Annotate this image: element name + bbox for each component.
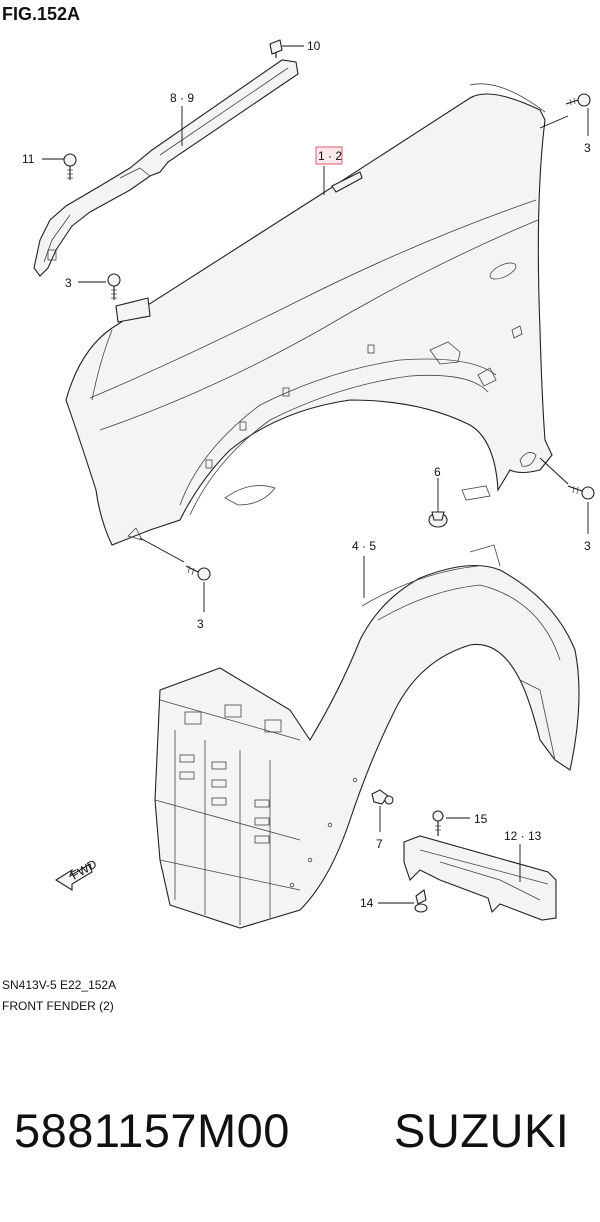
callout-labels: 10 8 · 9 11 1 · 2 3 3 6 3 3 4 · 5 7 15 1…: [22, 39, 591, 910]
callout-1-2: 1 · 2: [318, 149, 342, 163]
callout-7: 7: [376, 837, 383, 851]
screw-part-3-right[interactable]: [567, 485, 595, 500]
callout-15: 15: [474, 812, 488, 826]
screw-part-3-upper-right[interactable]: [565, 93, 591, 107]
clip-part-10[interactable]: [269, 39, 283, 58]
callout-10: 10: [307, 39, 321, 53]
part-number: 5881157M00: [14, 1104, 290, 1157]
callout-8-9: 8 · 9: [170, 91, 194, 105]
brand-name: SUZUKI: [394, 1104, 570, 1157]
clip-part-6[interactable]: [428, 511, 448, 528]
callout-4-5: 4 · 5: [352, 539, 376, 553]
figure-name: FRONT FENDER (2): [2, 999, 114, 1013]
liner-bracket-part-12-13[interactable]: [403, 835, 557, 921]
callout-3-lower: 3: [197, 617, 204, 631]
callout-3-upper-left: 3: [65, 276, 72, 290]
clip-part-14[interactable]: [414, 889, 428, 913]
front-fender-panel[interactable]: [65, 83, 553, 546]
callout-3-upper-right: 3: [584, 141, 591, 155]
forward-direction-arrow-icon: FWD: [54, 857, 100, 891]
screw-part-3-lower[interactable]: [185, 565, 211, 581]
callout-14: 14: [360, 896, 374, 910]
callout-6: 6: [434, 465, 441, 479]
clip-part-7[interactable]: [371, 789, 394, 805]
screw-part-3-upper-left[interactable]: [107, 273, 121, 300]
fender-bracket-part-8-9[interactable]: [33, 59, 299, 277]
figure-title: FIG.152A: [2, 4, 81, 24]
callout-3-right: 3: [584, 539, 591, 553]
callout-11: 11: [22, 152, 35, 166]
highlighted-callout-box: [315, 146, 343, 165]
figure-code: SN413V-5 E22_152A: [2, 978, 117, 992]
fender-liner-part-4-5[interactable]: [154, 544, 580, 929]
screw-part-15[interactable]: [432, 810, 444, 836]
callout-12-13: 12 · 13: [504, 829, 542, 843]
screw-part-11[interactable]: [63, 153, 77, 180]
leader-lines: [42, 45, 589, 904]
forward-label: FWD: [69, 857, 100, 883]
fender-exploded-diagram: FWD 10 8 · 9 11 1 · 2 3 3 6 3 3 4 · 5 7: [22, 39, 595, 929]
